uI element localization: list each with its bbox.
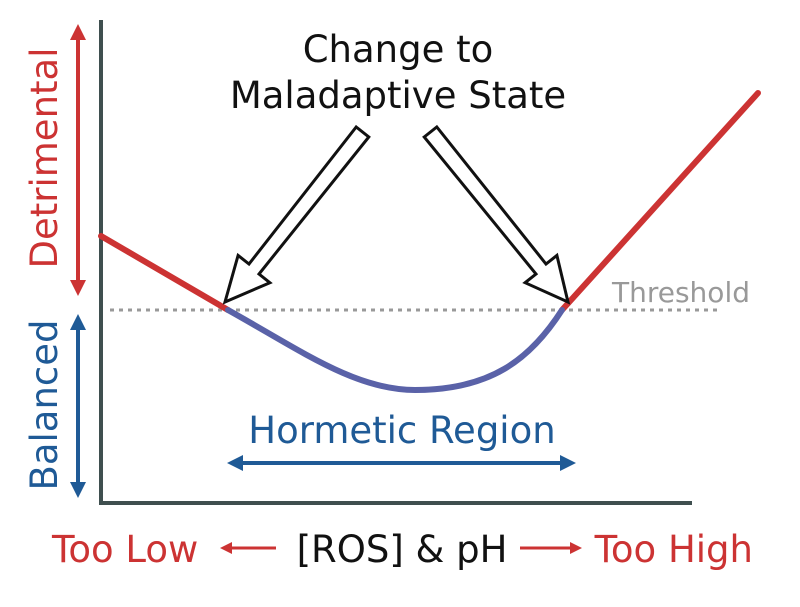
curve-hormetic-balanced [225,307,565,394]
curve-right-detrimental [559,90,761,313]
too-high-label: Too High [594,528,753,571]
curve-left-detrimental [98,233,231,313]
annotation-line-1: Change to [303,28,494,71]
detrimental-label: Detrimental [23,48,66,269]
balanced-label: Balanced [23,319,66,490]
hormetic-region-label: Hormetic Region [248,409,555,452]
too-low-label: Too Low [51,528,198,571]
annotation-arrow-right [422,124,571,305]
annotation-arrow-left [222,124,371,305]
threshold-label: Threshold [611,276,750,309]
ros-ph-label: [ROS] & pH [297,528,508,571]
annotation-line-2: Maladaptive State [230,74,566,117]
